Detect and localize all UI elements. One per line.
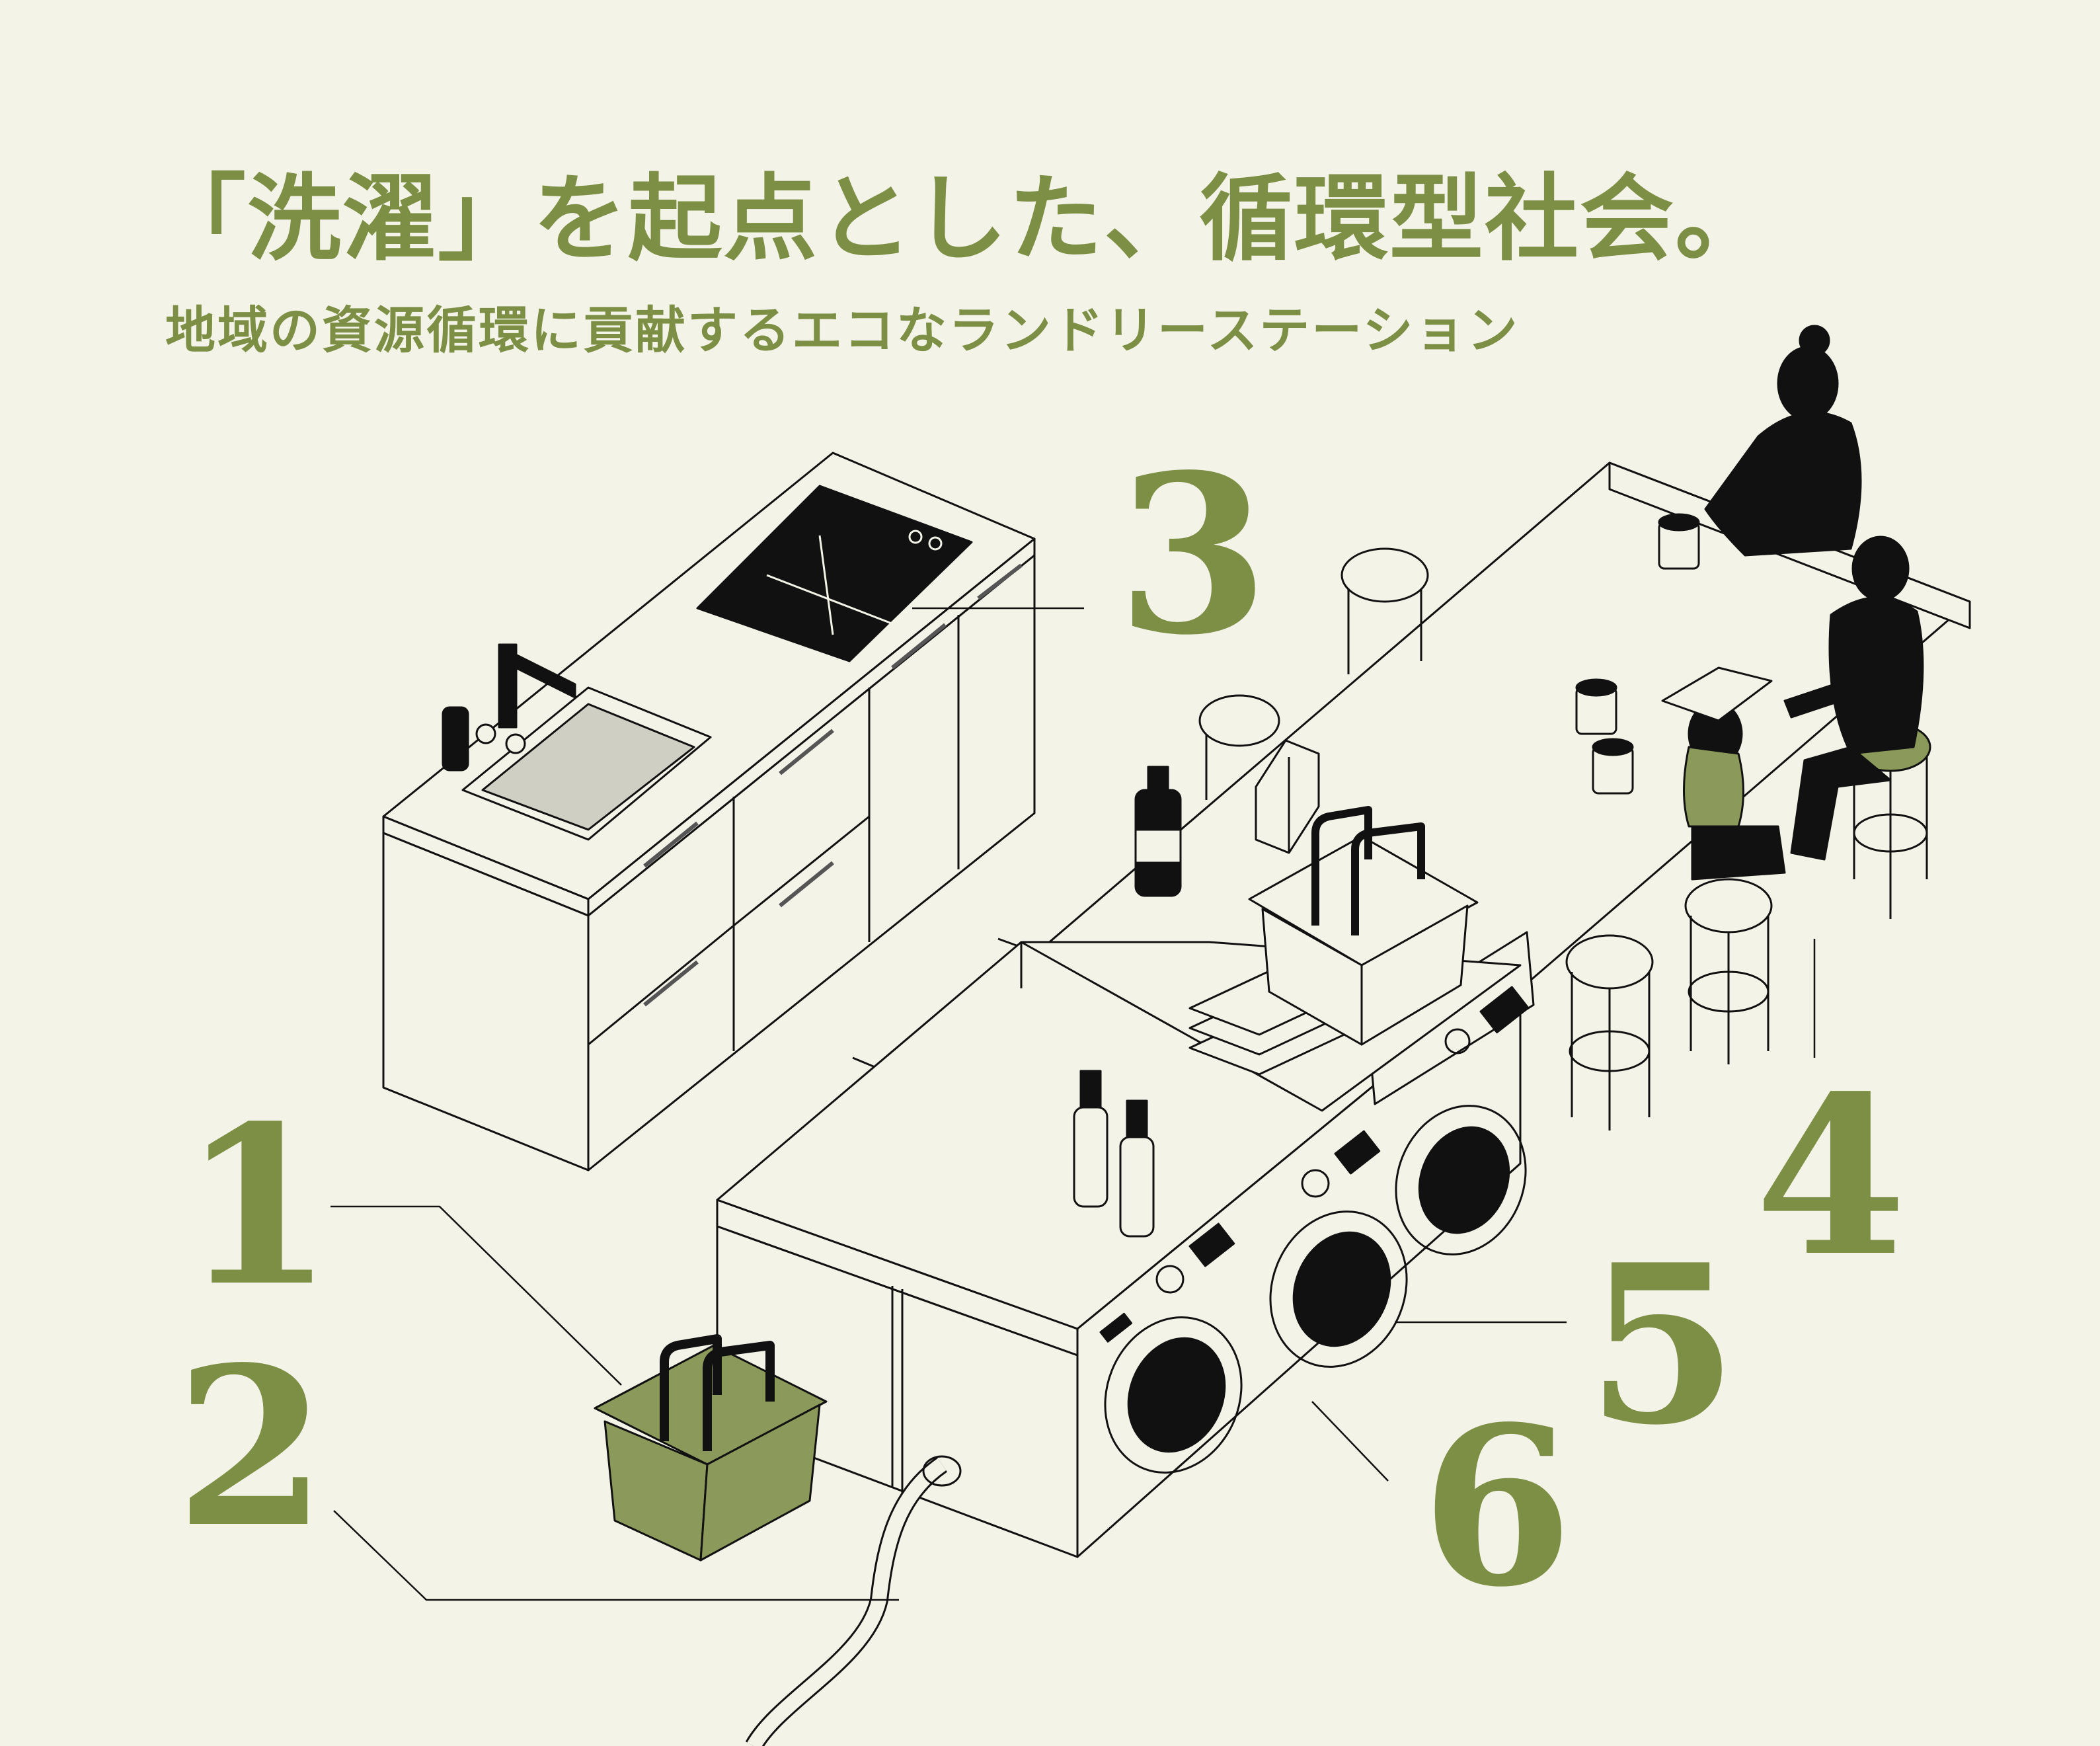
stool-4 — [1684, 878, 1773, 1064]
callout-5: 5 — [1586, 1216, 1738, 1473]
washer-2 — [1155, 1210, 1408, 1368]
person-seated-man — [1783, 536, 1924, 861]
washer-3 — [1301, 1105, 1527, 1255]
sink — [461, 686, 712, 841]
stool-3 — [1565, 934, 1654, 1131]
stool-1 — [1341, 547, 1429, 674]
callout-4: 4 — [1755, 1048, 1907, 1304]
callout-1: 1 — [182, 1078, 334, 1334]
faucet-icon — [442, 643, 576, 772]
coffee-bag — [1255, 739, 1320, 854]
callout-3: 3 — [1117, 426, 1269, 683]
stool-2 — [1198, 694, 1280, 800]
leader-lines — [331, 607, 1816, 1601]
washer-1 — [1099, 1312, 1243, 1474]
book — [1661, 666, 1773, 722]
person-standing — [1704, 325, 1862, 557]
bottles — [1073, 766, 1182, 1238]
subheadline: 地域の資源循環に貢献するエコなランドリーステーション — [165, 301, 1520, 360]
basket-green — [594, 1334, 828, 1562]
basket-on-counter — [1248, 806, 1479, 1046]
mugs — [1575, 513, 1700, 795]
headline: 「洗濯」を起点とした、循環型社会。 — [152, 165, 1770, 274]
callout-6: 6 — [1421, 1378, 1573, 1635]
person-seated-woman — [1683, 701, 1786, 881]
callout-2: 2 — [175, 1319, 327, 1575]
cooktop — [696, 485, 973, 662]
